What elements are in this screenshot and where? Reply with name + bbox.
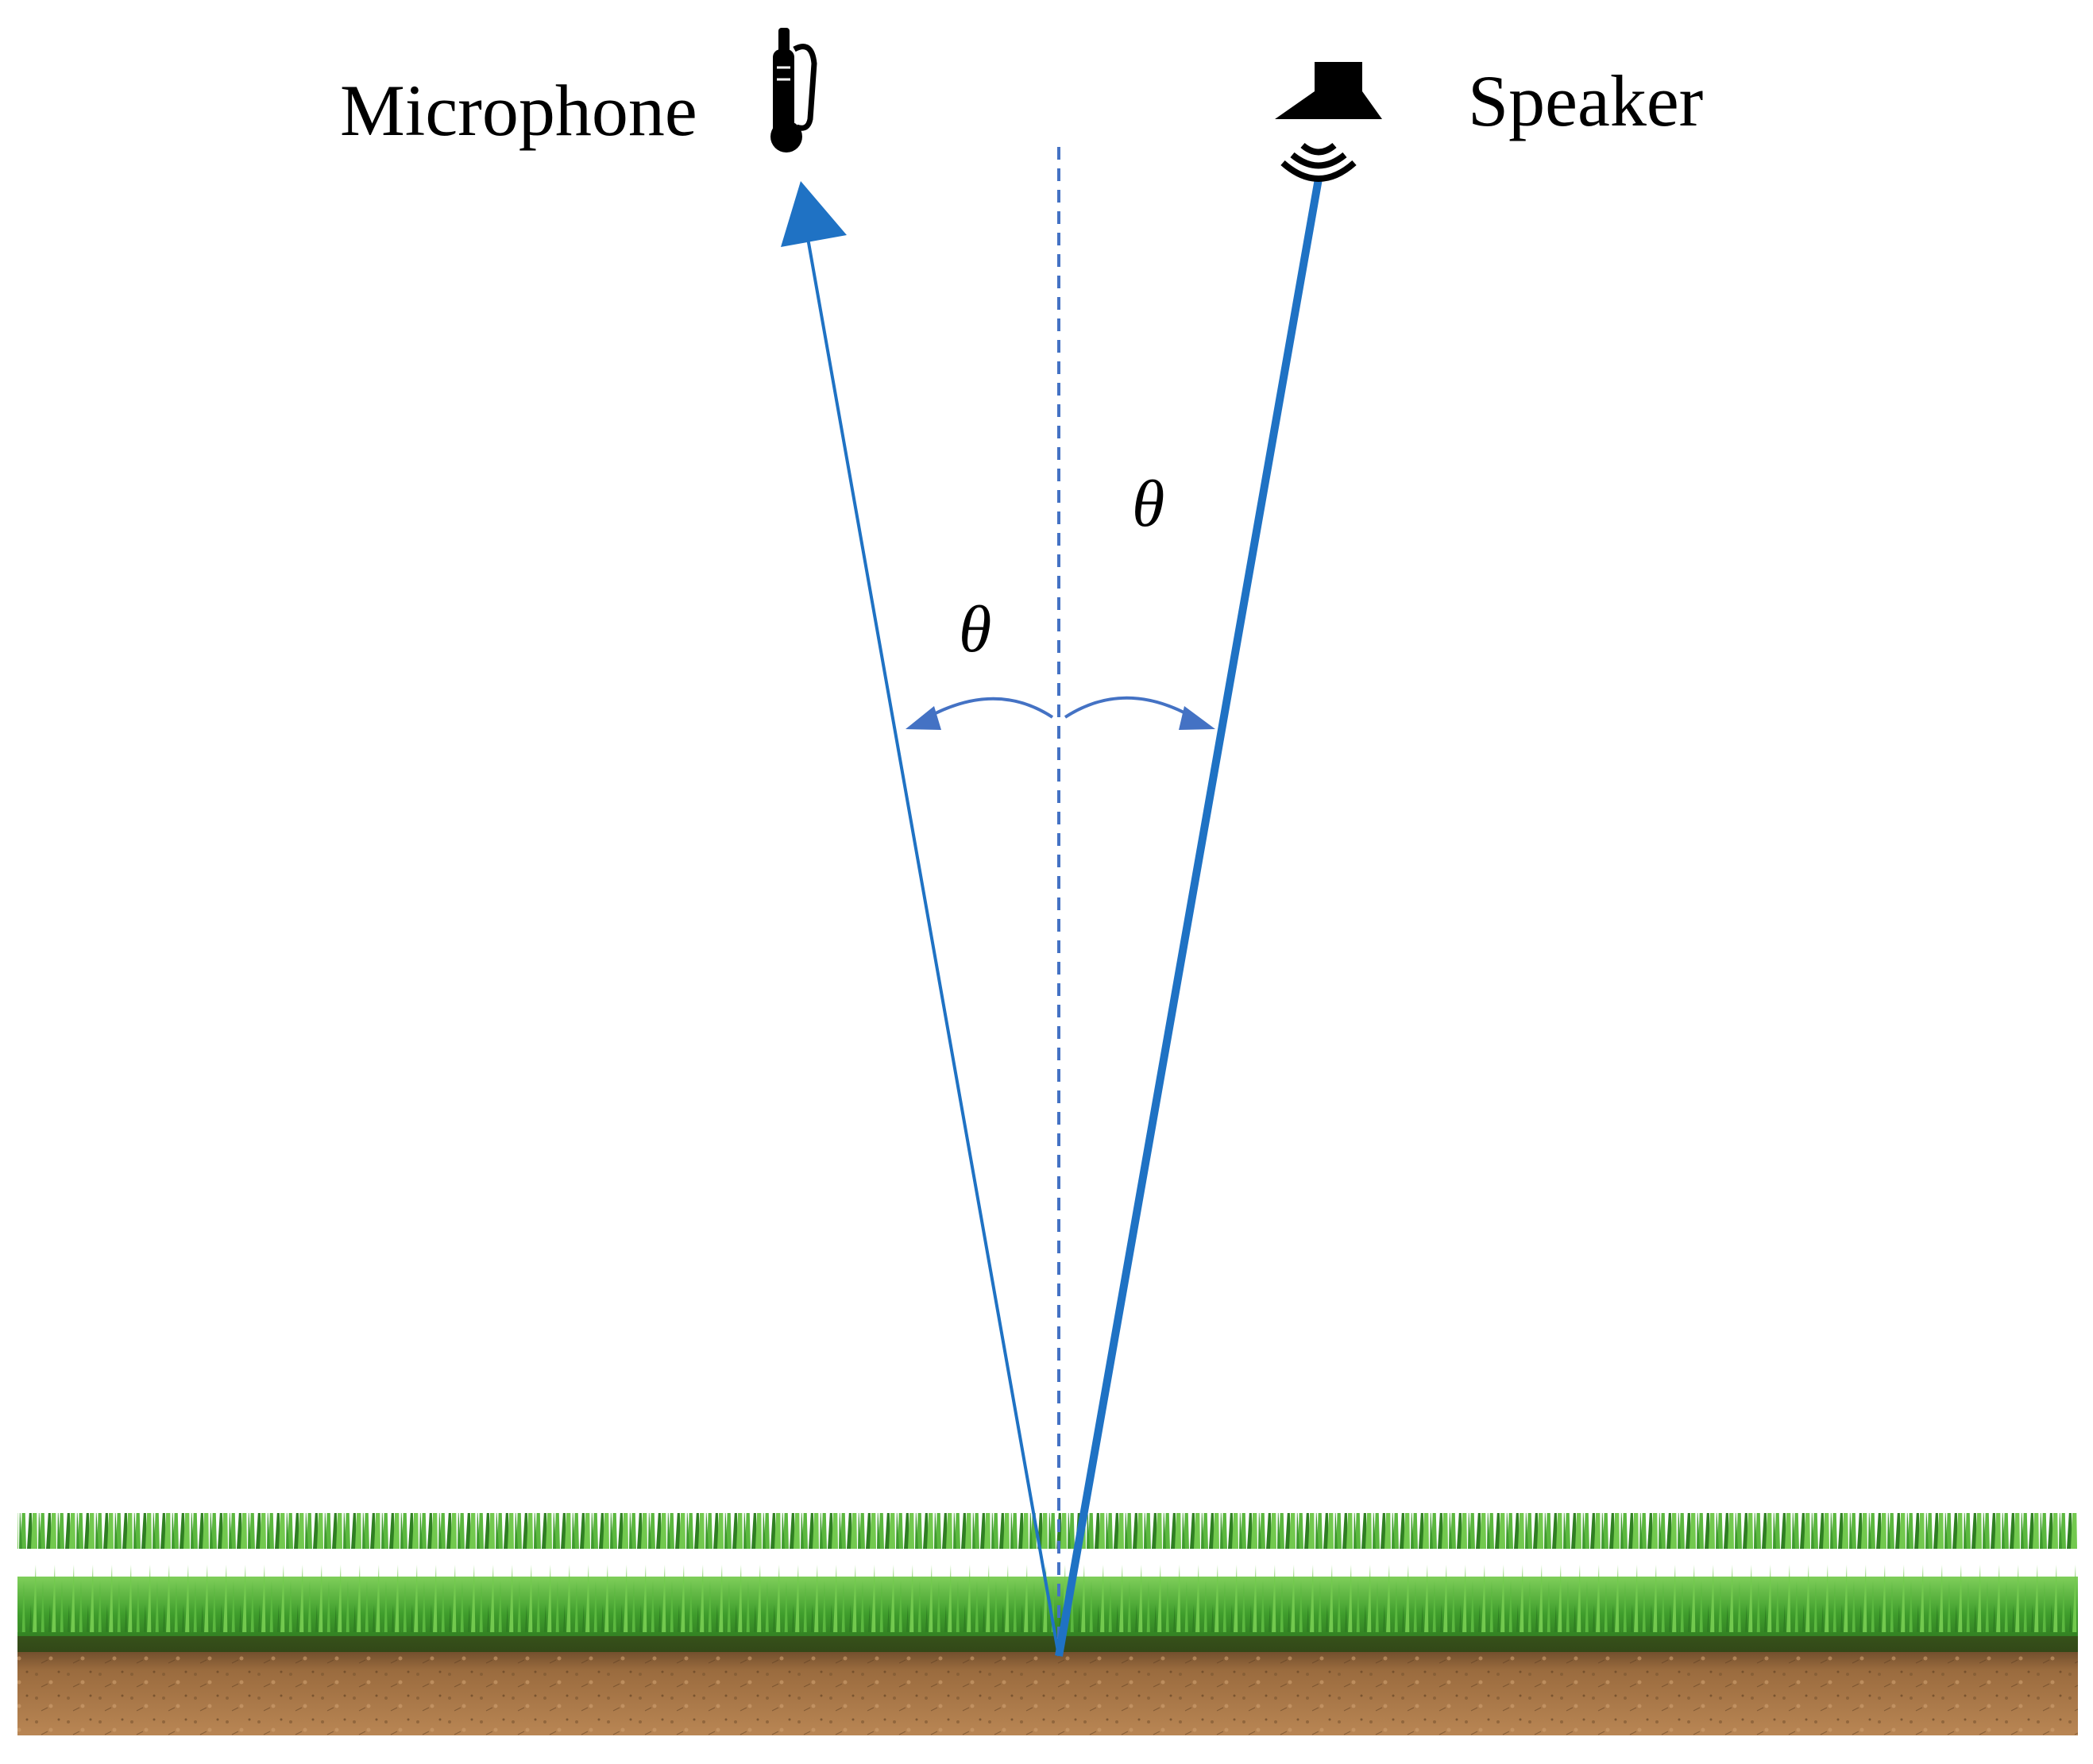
- microphone-icon: [770, 28, 817, 152]
- ground: [17, 1513, 2078, 1735]
- grass-blades: [17, 1513, 2078, 1632]
- angle-arc-right: [1064, 696, 1192, 719]
- soil-texture: [17, 1648, 2078, 1735]
- microphone-label: Microphone: [340, 70, 697, 151]
- theta-label-left: θ: [959, 593, 991, 666]
- reflected-ray: [806, 237, 1060, 1657]
- speaker-label: Speaker: [1468, 60, 1703, 141]
- grass-shadow: [17, 1636, 2078, 1652]
- theta-label-right: θ: [1132, 467, 1164, 541]
- incident-ray: [1055, 178, 1323, 1657]
- reflected-ray-arrowhead: [781, 181, 847, 247]
- angle-arc-left: [929, 697, 1054, 719]
- angle-arc-left-arrowhead: [906, 706, 941, 730]
- angle-arc-right-arrowhead: [1179, 706, 1215, 730]
- speaker-icon: [1275, 62, 1382, 182]
